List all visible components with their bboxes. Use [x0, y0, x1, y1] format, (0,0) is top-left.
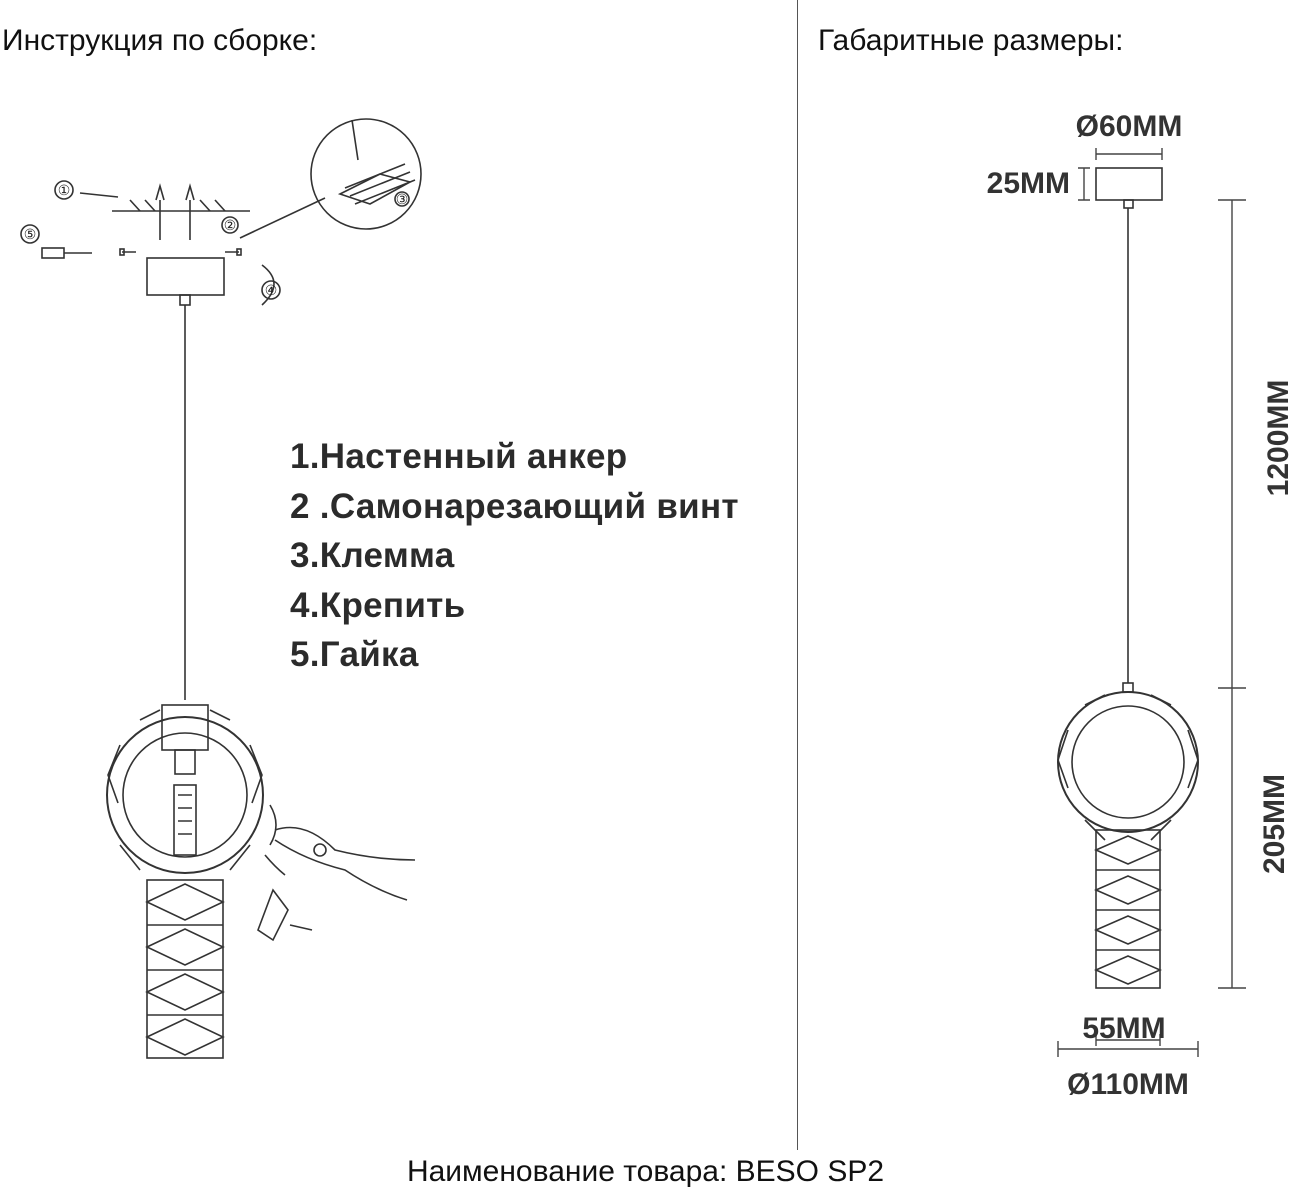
callout-1: ① [54, 180, 74, 200]
product-name: Наименование товара: BESO SP2 [406, 1155, 885, 1188]
crystal-piece-icon [257, 888, 313, 942]
svg-text:④: ④ [265, 282, 278, 298]
nut-icon: ⑤ [20, 224, 92, 259]
crystal-column-icon [145, 879, 225, 1059]
dim-body-width: 55MM [1082, 1012, 1165, 1045]
column-side-view [1094, 829, 1162, 989]
canopy-side-view [1095, 167, 1163, 209]
dim-canopy-diameter: Ø60MM [1076, 110, 1183, 143]
legend-item-nut: 5.Гайка [290, 635, 419, 674]
ring-side-view [1057, 682, 1199, 841]
callout-4: ④ [261, 264, 281, 306]
dim-ring-diameter: Ø110MM [1067, 1068, 1189, 1101]
terminal-detail-icon: ③ [239, 118, 422, 239]
ceiling-mount-icon [79, 183, 250, 240]
crystal-ring-icon [106, 704, 264, 874]
dim-body-height: 205MM [1258, 774, 1291, 874]
legend-item-terminal: 3.Клемма [290, 536, 455, 575]
screw-icon [119, 248, 242, 256]
legend-item-screw: 2 .Самонарезающий винт [290, 486, 739, 526]
section-divider [797, 0, 798, 1150]
assembly-heading: Инструкция по сборке: [2, 24, 318, 57]
legend-item-fix: 4.Крепить [290, 585, 466, 625]
svg-text:⑤: ⑤ [24, 226, 37, 242]
parts-legend: 1.Настенный анкер 2 .Самонарезающий винт… [290, 432, 739, 680]
dimensions-heading: Габаритные размеры: [818, 24, 1124, 57]
legend-item-anchor: 1.Настенный анкер [290, 437, 628, 476]
svg-text:①: ① [58, 182, 71, 198]
pliers-icon [264, 804, 416, 901]
callout-2: ② [221, 216, 239, 234]
svg-text:③: ③ [396, 191, 409, 207]
dim-canopy-height: 25MM [987, 167, 1070, 200]
svg-text:②: ② [224, 217, 237, 233]
dim-cable-length: 1200MM [1262, 380, 1291, 497]
dimension-lines [1057, 148, 1246, 1057]
